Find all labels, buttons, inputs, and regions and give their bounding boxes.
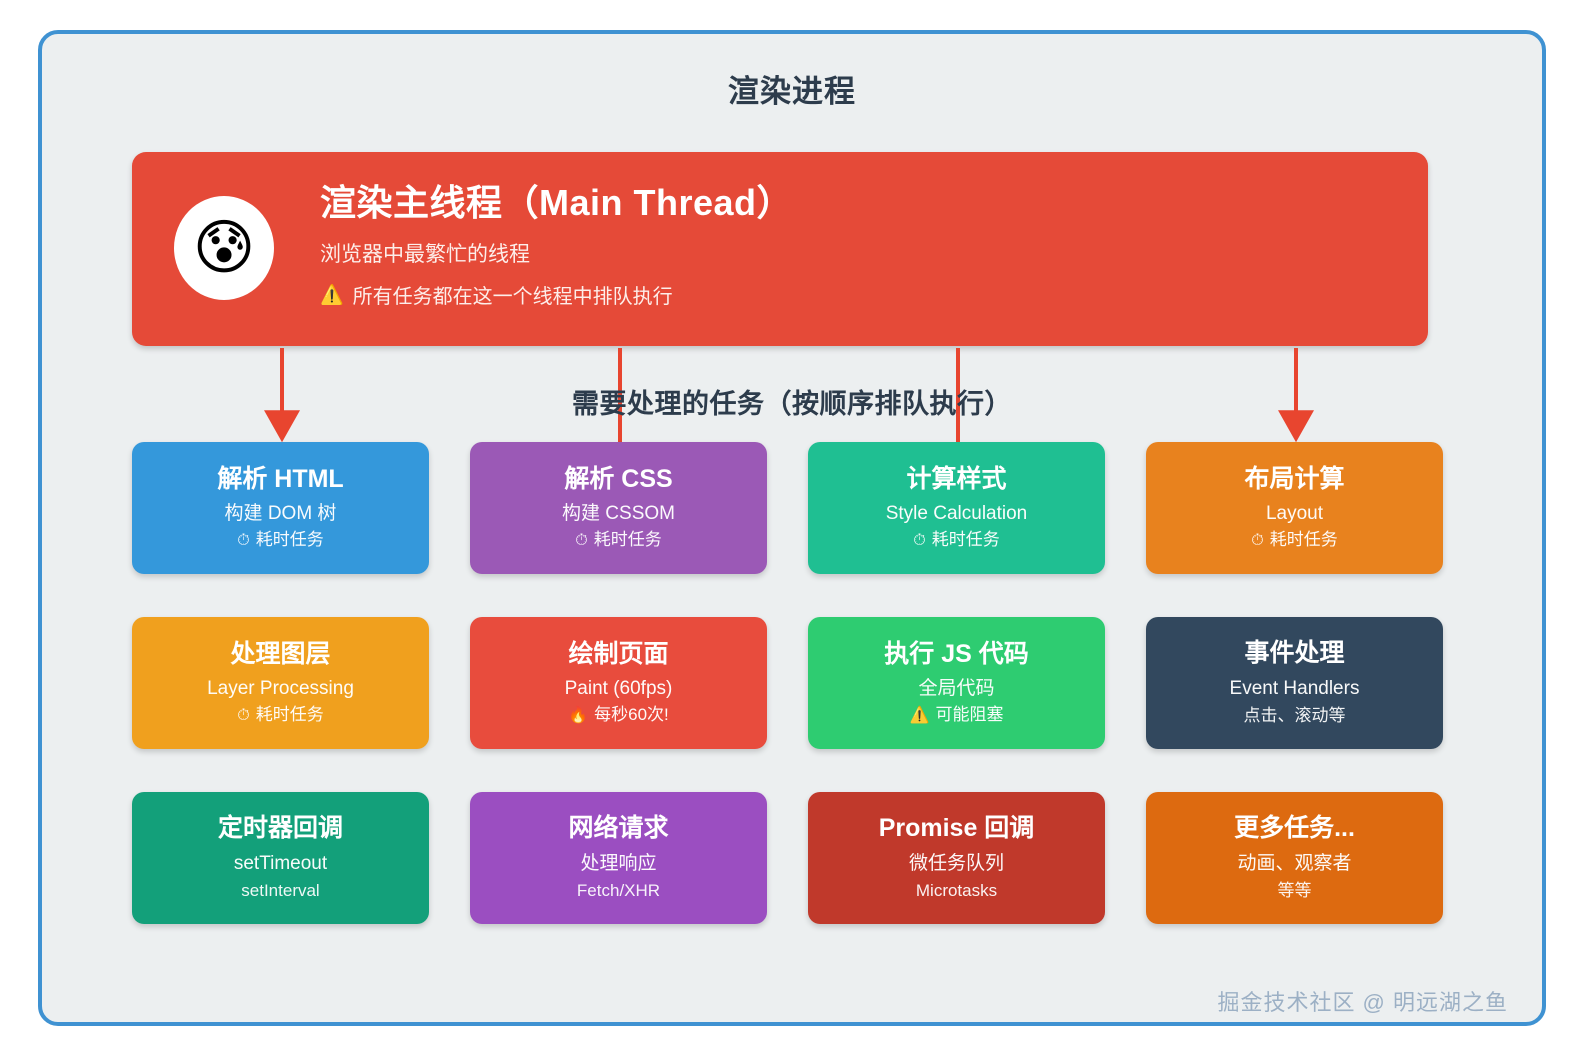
- main-thread-banner: 😰 渲染主线程（Main Thread） 浏览器中最繁忙的线程 ⚠️ 所有任务都…: [132, 152, 1428, 346]
- task-card-parse-css[interactable]: 解析 CSS 构建 CSSOM ⏱ 耗时任务: [470, 442, 767, 574]
- fire-icon: 🔥: [568, 706, 589, 724]
- card-subtitle: Layout: [1265, 503, 1324, 525]
- card-title: 计算样式: [906, 464, 1007, 493]
- card-subtitle-2: Microtasks: [915, 880, 998, 900]
- card-subtitle: 动画、观察者: [1237, 852, 1352, 874]
- card-subtitle-2: 等等: [1277, 880, 1312, 900]
- tasks-caption: 需要处理的任务（按顺序排队执行）: [572, 389, 1012, 419]
- task-card-style-calculation[interactable]: 计算样式 Style Calculation ⏱ 耗时任务: [808, 442, 1105, 574]
- card-title: 布局计算: [1244, 464, 1345, 493]
- card-note: ⏱ 耗时任务: [237, 705, 323, 725]
- card-subtitle: Style Calculation: [885, 503, 1028, 525]
- main-thread-text: 渲染主线程（Main Thread） 浏览器中最繁忙的线程 ⚠️ 所有任务都在这…: [320, 174, 793, 309]
- card-title: 网络请求: [568, 814, 669, 843]
- task-card-more-tasks[interactable]: 更多任务... 动画、观察者 等等: [1146, 792, 1443, 924]
- card-note-text: 耗时任务: [593, 529, 662, 549]
- card-note: ⏱ 耗时任务: [913, 530, 999, 550]
- task-card-layer-processing[interactable]: 处理图层 Layer Processing ⏱ 耗时任务: [132, 617, 429, 749]
- card-note-text: 耗时任务: [255, 529, 324, 549]
- card-subtitle-2: setInterval: [241, 880, 320, 900]
- stopwatch-icon: ⏱: [913, 531, 926, 549]
- card-title: 处理图层: [230, 639, 331, 668]
- render-process-panel: 渲染进程 😰 渲染主线程（Main Thread） 浏览器中最繁忙的线程 ⚠️ …: [38, 30, 1546, 1026]
- stopwatch-icon: ⏱: [575, 531, 588, 549]
- card-title: 执行 JS 代码: [884, 639, 1029, 668]
- card-note-text: 每秒60次!: [594, 704, 669, 724]
- card-subtitle: Event Handlers: [1229, 677, 1360, 699]
- card-note: ⚠️ 可能阻塞: [910, 705, 1004, 725]
- task-card-grid: 解析 HTML 构建 DOM 树 ⏱ 耗时任务 解析 CSS 构建 CSSOM …: [132, 442, 1450, 924]
- card-subtitle-2: 点击、滚动等: [1243, 705, 1346, 725]
- card-note-text: 耗时任务: [1269, 529, 1338, 549]
- stopwatch-icon: ⏱: [237, 531, 250, 549]
- card-subtitle: 全局代码: [918, 678, 995, 700]
- task-card-parse-html[interactable]: 解析 HTML 构建 DOM 树 ⏱ 耗时任务: [132, 442, 429, 574]
- card-note-text: 可能阻塞: [935, 704, 1004, 724]
- cold-sweat-face-emoji: 😰: [174, 196, 274, 300]
- card-title: 定时器回调: [217, 814, 343, 843]
- card-subtitle: Layer Processing: [207, 678, 354, 700]
- card-subtitle: Paint (60fps): [564, 678, 673, 700]
- card-subtitle: 微任务队列: [908, 852, 1004, 874]
- task-card-execute-js[interactable]: 执行 JS 代码 全局代码 ⚠️ 可能阻塞: [808, 617, 1105, 749]
- card-title: 绘制页面: [568, 639, 669, 668]
- card-title: 更多任务...: [1234, 814, 1355, 843]
- main-thread-subtitle: 浏览器中最繁忙的线程: [320, 243, 530, 266]
- card-subtitle: setTimeout: [233, 852, 328, 874]
- card-note: ⏱ 耗时任务: [237, 530, 323, 550]
- card-subtitle-2: Fetch/XHR: [576, 880, 661, 900]
- card-title: 解析 CSS: [564, 464, 673, 493]
- card-note-text: 耗时任务: [931, 529, 1000, 549]
- card-subtitle: 处理响应: [580, 852, 657, 874]
- card-title: 事件处理: [1244, 639, 1345, 668]
- card-subtitle: 构建 CSSOM: [562, 503, 675, 525]
- task-card-timer-callbacks[interactable]: 定时器回调 setTimeout setInterval: [132, 792, 429, 924]
- stopwatch-icon: ⏱: [237, 706, 250, 724]
- task-card-network-requests[interactable]: 网络请求 处理响应 Fetch/XHR: [470, 792, 767, 924]
- warning-triangle-icon: ⚠️: [320, 284, 344, 306]
- page-title: 渲染进程: [728, 74, 856, 109]
- watermark: 掘金技术社区 @ 明远湖之鱼: [1217, 990, 1508, 1015]
- card-note: ⏱ 耗时任务: [575, 530, 661, 550]
- main-thread-title: 渲染主线程（Main Thread）: [320, 182, 794, 223]
- task-card-paint[interactable]: 绘制页面 Paint (60fps) 🔥 每秒60次!: [470, 617, 767, 749]
- task-card-event-handlers[interactable]: 事件处理 Event Handlers 点击、滚动等: [1146, 617, 1443, 749]
- card-note: 🔥 每秒60次!: [568, 705, 669, 725]
- card-title: 解析 HTML: [217, 464, 344, 493]
- warning-triangle-icon: ⚠️: [909, 706, 930, 724]
- task-card-promise-callbacks[interactable]: Promise 回调 微任务队列 Microtasks: [808, 792, 1105, 924]
- main-thread-warning-text: 所有任务都在这一个线程中排队执行: [352, 286, 673, 308]
- card-note: ⏱ 耗时任务: [1251, 530, 1337, 550]
- card-note-text: 耗时任务: [255, 704, 324, 724]
- stopwatch-icon: ⏱: [1251, 531, 1264, 549]
- main-thread-warning: ⚠️ 所有任务都在这一个线程中排队执行: [320, 280, 793, 309]
- avatar-glyph: 😰: [192, 214, 256, 281]
- task-card-layout[interactable]: 布局计算 Layout ⏱ 耗时任务: [1146, 442, 1443, 574]
- card-subtitle: 构建 DOM 树: [224, 503, 337, 525]
- card-title: Promise 回调: [878, 814, 1035, 843]
